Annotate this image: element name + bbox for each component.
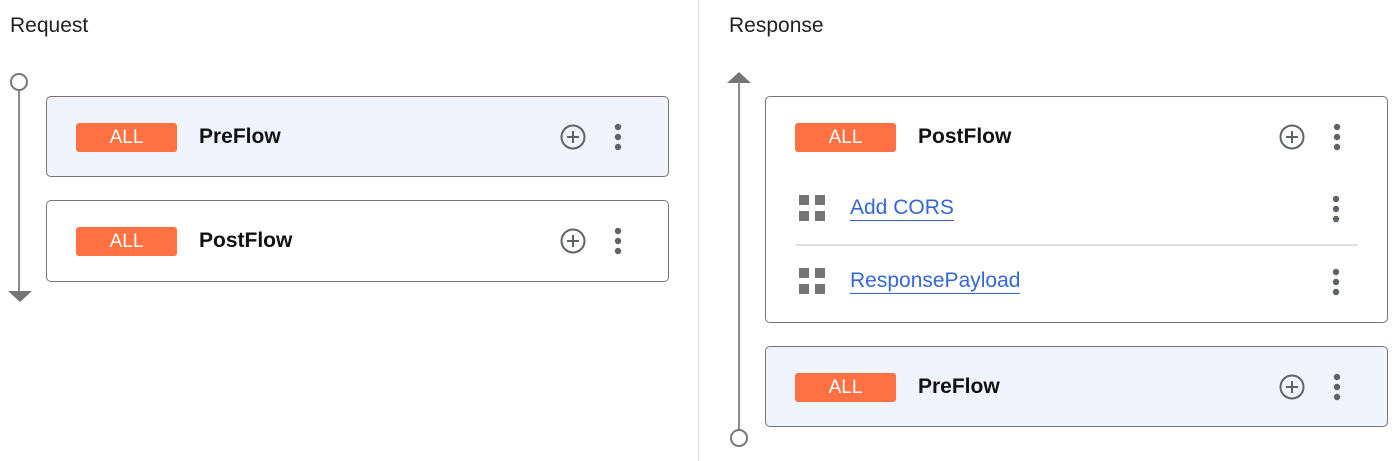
method-badge: ALL [76,123,177,152]
method-badge: ALL [795,373,896,402]
request-postflow-card[interactable]: ALL PostFlow [46,200,669,282]
more-options-icon[interactable] [614,123,622,151]
step-more-options-icon[interactable] [1332,195,1340,223]
flow-name: PreFlow [918,375,1000,398]
response-title: Response [729,14,824,37]
timeline-end-circle [730,429,748,447]
add-step-icon[interactable] [1279,124,1305,150]
flow-name: PostFlow [918,125,1012,148]
more-options-icon[interactable] [1333,123,1341,151]
step-separator [796,244,1358,246]
response-preflow-card[interactable]: ALL PreFlow [765,346,1388,427]
add-step-icon[interactable] [560,124,586,150]
request-title: Request [10,14,89,37]
flow-name: PostFlow [199,229,293,252]
arrow-up-icon [727,72,751,83]
response-postflow-card[interactable]: ALL PostFlow Add CORS ResponsePayload [765,96,1388,323]
step-link-add-cors[interactable]: Add CORS [850,196,954,221]
more-options-icon[interactable] [614,227,622,255]
more-options-icon[interactable] [1333,373,1341,401]
policy-icon [799,268,825,294]
policy-icon [799,195,825,221]
method-badge: ALL [76,227,177,256]
step-more-options-icon[interactable] [1332,268,1340,296]
timeline-start-circle [10,73,28,91]
step-link-response-payload[interactable]: ResponsePayload [850,269,1021,294]
panel-divider [698,0,699,461]
method-badge: ALL [795,123,896,152]
request-preflow-card[interactable]: ALL PreFlow [46,96,669,177]
request-timeline [18,90,20,293]
add-step-icon[interactable] [1279,374,1305,400]
flow-name: PreFlow [199,125,281,148]
add-step-icon[interactable] [560,228,586,254]
arrow-down-icon [8,291,32,302]
response-timeline [738,82,740,430]
